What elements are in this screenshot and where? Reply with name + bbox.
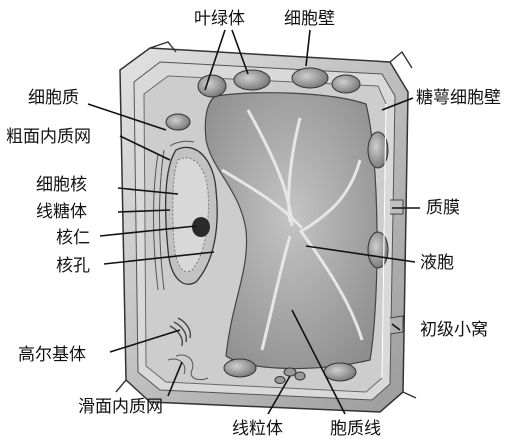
label-chloroplast: 叶绿体: [194, 9, 245, 29]
label-mitochondrion: 线粒体: [232, 419, 283, 439]
label-rough-er: 粗面内质网: [6, 127, 91, 147]
label-chromatin: 线糖体: [36, 202, 87, 222]
label-nucleolus: 核仁: [56, 228, 90, 248]
label-primary-pit: 初级小窝: [420, 320, 488, 340]
label-pectin-wall: 糖萼细胞壁: [416, 88, 501, 108]
label-cell-wall: 细胞壁: [284, 9, 335, 29]
nucleolus-shape: [192, 217, 210, 237]
label-cytoplasmic-strand: 胞质线: [330, 419, 381, 439]
label-cytoplasm: 细胞质: [28, 88, 79, 108]
label-nuclear-pore: 核孔: [56, 256, 90, 276]
label-vacuole: 液胞: [420, 253, 454, 273]
label-smooth-er: 滑面内质网: [78, 397, 163, 417]
label-golgi: 高尔基体: [18, 345, 86, 365]
label-plasma-membrane: 质膜: [426, 198, 460, 218]
label-nucleus: 细胞核: [36, 175, 87, 195]
